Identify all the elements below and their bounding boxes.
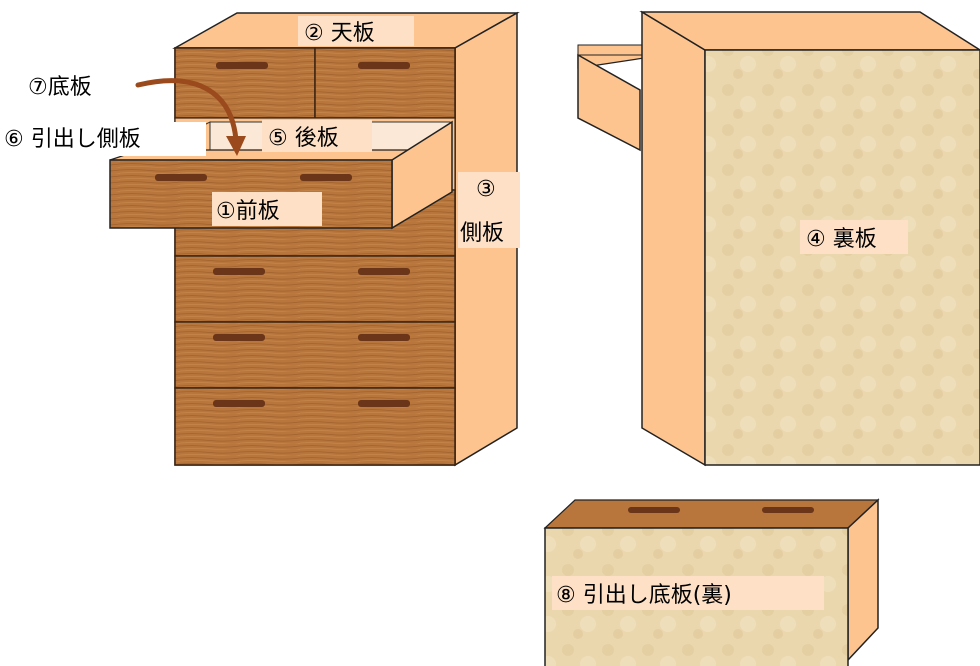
drawer-row: [174, 255, 456, 323]
handle: [358, 62, 410, 69]
bottom-board-arrowhead: [226, 136, 246, 156]
label-side-board-num: ③: [476, 177, 496, 202]
protruding-drawer-side: [577, 53, 641, 152]
label-back-panel: ④ 裏板: [806, 227, 877, 252]
label-bg: [552, 576, 824, 610]
handle: [213, 268, 265, 275]
handle: [358, 334, 410, 341]
label-bg: [212, 192, 322, 226]
label-bg: [262, 120, 372, 152]
label-bg: [800, 220, 908, 254]
handle: [213, 400, 265, 407]
label-bottom-board: ⑦底板: [28, 75, 92, 100]
back-view-side-face: [641, 10, 706, 467]
label-drawer-side-board: ⑥ 引出し側板: [4, 127, 141, 152]
drawer-bottom-side: [847, 498, 879, 662]
handle: [628, 507, 680, 513]
drawer-row: [174, 321, 456, 389]
chest-of-drawers: [109, 11, 520, 467]
label-back-board: ⑤ 後板: [268, 126, 339, 151]
drawer-top-right: [314, 47, 456, 119]
label-bg: [458, 172, 520, 248]
handle: [358, 268, 410, 275]
part-labels: ② 天板 ⑦底板 ⑥ 引出し側板 ⑤ 後板 ①前板 ③ 側板 ④ 裏板 ⑧ 引出…: [0, 16, 908, 610]
label-drawer-bottom-back: ⑧ 引出し底板(裏): [556, 583, 732, 608]
chest-back-view: [577, 10, 980, 467]
protruding-drawer-face: [577, 44, 645, 56]
handle: [216, 62, 268, 69]
handle: [358, 400, 410, 407]
back-panel: [704, 49, 980, 466]
label-front-board: ①前板: [216, 199, 280, 224]
handle: [762, 507, 814, 513]
label-top-board: ② 天板: [304, 21, 375, 46]
back-view-top-face: [639, 11, 980, 51]
label-bg: [298, 16, 414, 46]
drawer-bottom-top-edge: [543, 499, 880, 529]
handle: [300, 174, 352, 181]
drawer-row: [174, 387, 456, 466]
label-side-board-text: 側板: [460, 221, 504, 246]
handle: [155, 174, 207, 181]
label-bg: [0, 122, 206, 156]
handle: [213, 334, 265, 341]
bottom-board-arrow: [135, 78, 239, 143]
